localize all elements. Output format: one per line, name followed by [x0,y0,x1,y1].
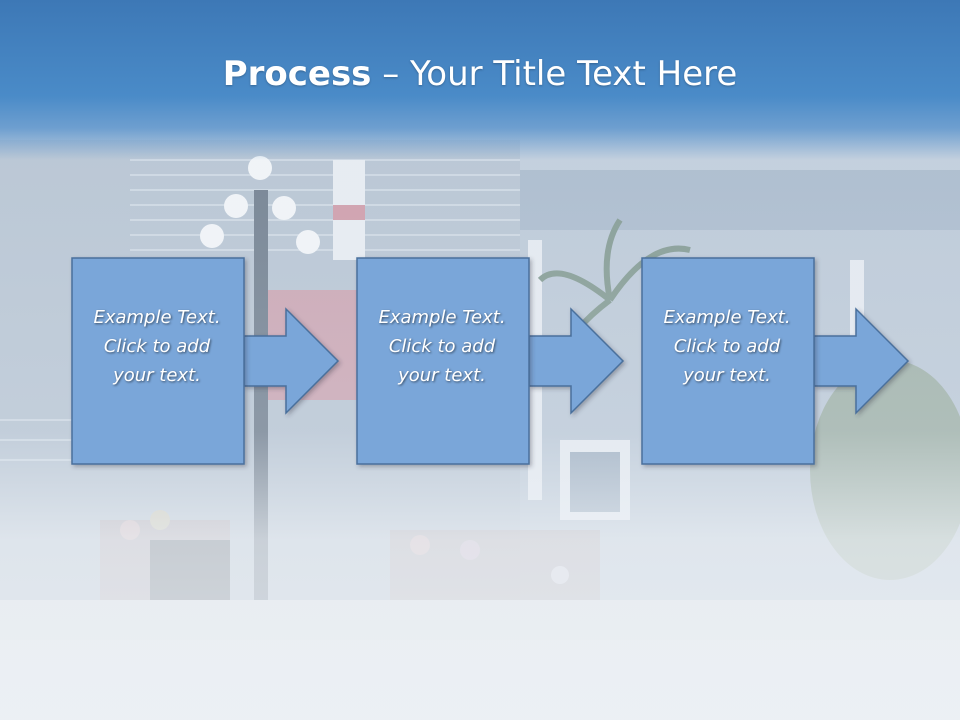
step-1-text: Example Text. Click to add your text. [93,306,221,386]
step-1-arrow [243,307,340,415]
step-2-text: Example Text. Click to add your text. [378,306,506,386]
title-bold: Process [222,54,372,94]
step-1-textbox[interactable]: Example Text. Click to add your text. [72,258,242,464]
title-band [0,0,960,160]
step-3-text: Example Text. Click to add your text. [663,306,791,386]
step-2-arrow [528,307,625,415]
step-3-textbox[interactable]: Example Text. Click to add your text. [642,258,812,464]
slide-title[interactable]: Process – Your Title Text Here [0,52,960,96]
title-rest: – Your Title Text Here [371,54,738,94]
step-3-arrow [813,307,910,415]
step-2-textbox[interactable]: Example Text. Click to add your text. [357,258,527,464]
